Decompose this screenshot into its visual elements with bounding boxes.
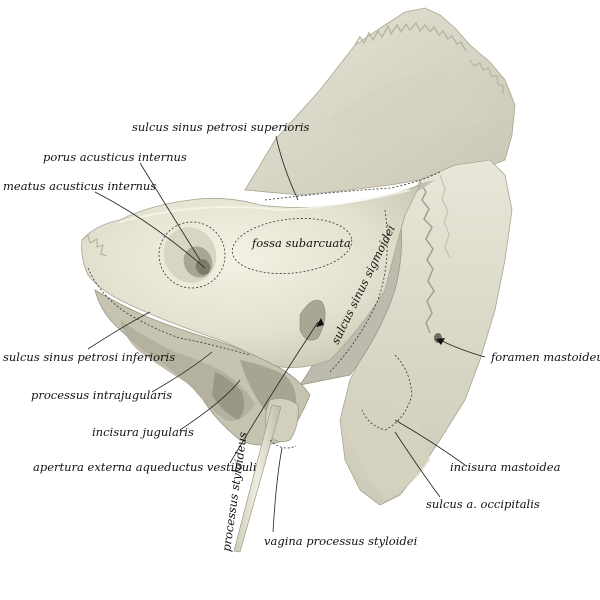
label-meatus-acusticus-internus: meatus acusticus internus (3, 179, 156, 193)
label-incisura-jugularis: incisura jugularis (92, 425, 194, 439)
label-porus-acusticus-internus: porus acusticus internus (43, 150, 187, 164)
sulcus-sigmoidei-outline (329, 209, 388, 373)
label-sulcus-a-occipitalis: sulcus a. occipitalis (426, 497, 540, 511)
label-incisura-mastoidea: incisura mastoidea (450, 460, 561, 474)
incisura-mastoidea-outline (361, 354, 413, 431)
label-processus-intrajugularis: processus intrajugularis (31, 388, 172, 402)
sulcus-petrosi-inferioris-outline (87, 267, 251, 356)
porus-outline (158, 221, 226, 289)
label-fossa-subarcuata: fossa subarcuata (251, 236, 351, 250)
leader-meatus (94, 191, 206, 269)
leader-sulcus-petrosi-inferioris (87, 311, 151, 350)
label-foramen-mastoideum: foramen mastoideum (490, 350, 600, 364)
styloid-process (233, 397, 299, 553)
leader-sulcus-occipitalis (394, 431, 441, 498)
arrowhead-apertura (316, 318, 324, 327)
leader-vagina-styloidei (272, 447, 283, 533)
leader-apertura (229, 321, 319, 464)
petrous-part (81, 184, 421, 368)
label-sulcus-sinus-petrosi-superioris: sulcus sinus petrosi superioris (132, 120, 310, 134)
leader-lines (87, 135, 486, 533)
leader-processus-intrajugularis (151, 351, 213, 393)
leader-incisura-mastoidea (394, 419, 466, 466)
label-sulcus-sinus-petrosi-inferioris: sulcus sinus petrosi inferioris (3, 350, 175, 364)
squamous-part (244, 7, 516, 196)
sulcus-petrosi-superioris-outline (264, 171, 441, 201)
leader-incisura-jugularis (179, 379, 241, 431)
outer-labels: sulcus sinus petrosi superioris porus ac… (3, 120, 600, 552)
leader-porus (139, 162, 201, 261)
label-apertura-externa-aqueductus-vestibuli: apertura externa aqueductus vestibuli (33, 460, 257, 474)
leader-sulcus-petrosi-superioris (275, 135, 299, 201)
leader-foramen-mastoideum (439, 339, 486, 358)
label-vagina-processus-styloidei: vagina processus styloidei (264, 534, 418, 548)
arrowhead-foramen (436, 338, 445, 345)
fossa-subarcuata-outline (231, 218, 353, 274)
